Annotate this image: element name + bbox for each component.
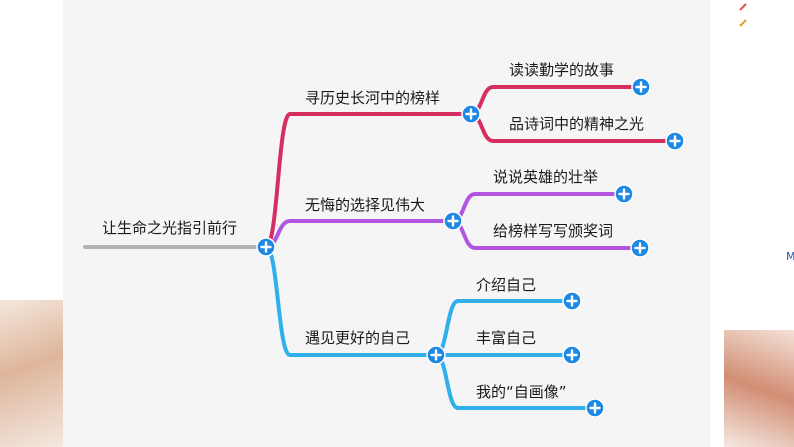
leaf-connector — [469, 85, 643, 116]
leaf-node-label: 我的“自画像” — [476, 383, 567, 401]
leaf-connector — [451, 192, 626, 223]
leaf-expand-button[interactable] — [665, 131, 685, 151]
plus-circle-icon — [635, 81, 647, 93]
plus-circle-icon — [260, 241, 272, 253]
plus-circle-icon — [566, 349, 578, 361]
side-edge-mark: M — [786, 250, 794, 263]
leaf-expand-button[interactable] — [614, 184, 634, 204]
branch-connector — [264, 112, 292, 249]
branch-expand-button[interactable] — [426, 345, 446, 365]
plus-circle-icon — [465, 108, 477, 120]
background-decoration-left — [0, 300, 64, 447]
branch-expand-button[interactable] — [443, 211, 463, 231]
leaf-expand-button[interactable] — [562, 291, 582, 311]
leaf-expand-button[interactable] — [631, 77, 651, 97]
leaf-expand-button[interactable] — [585, 398, 605, 418]
window-corner-mark — [739, 3, 747, 27]
plus-circle-icon — [634, 242, 646, 254]
background-decoration-right — [724, 330, 794, 447]
plus-circle-icon — [618, 188, 630, 200]
root-node-label: 让生命之光指引前行 — [102, 219, 237, 237]
branch-node-label: 寻历史长河中的榜样 — [305, 89, 440, 107]
mindmap-diagram: 让生命之光指引前行 寻历史长河中的榜样 读读勤学的故事 品诗词中的精神之光 无悔… — [83, 61, 685, 418]
mindmap-canvas: 让生命之光指引前行 寻历史长河中的榜样 读读勤学的故事 品诗词中的精神之光 无悔… — [63, 0, 710, 447]
leaf-node-label: 丰富自己 — [476, 329, 536, 347]
plus-circle-icon — [669, 135, 681, 147]
leaf-expand-button[interactable] — [562, 345, 582, 365]
plus-circle-icon — [589, 402, 601, 414]
leaf-node-label: 给榜样写写颁奖词 — [493, 222, 613, 240]
branch-connector — [264, 245, 292, 357]
plus-circle-icon — [447, 215, 459, 227]
leaf-node-label: 介绍自己 — [476, 276, 536, 294]
root-expand-button[interactable] — [256, 237, 276, 257]
branch-node-label: 遇见更好的自己 — [305, 329, 410, 347]
leaf-node-label: 读读勤学的故事 — [509, 61, 614, 79]
plus-circle-icon — [566, 295, 578, 307]
branch-expand-button[interactable] — [461, 104, 481, 124]
leaf-node-label: 说说英雄的壮举 — [493, 168, 598, 186]
plus-circle-icon — [430, 349, 442, 361]
branch-node-label: 无悔的选择见伟大 — [305, 196, 425, 214]
leaf-expand-button[interactable] — [630, 238, 650, 258]
leaf-node-label: 品诗词中的精神之光 — [509, 115, 644, 133]
